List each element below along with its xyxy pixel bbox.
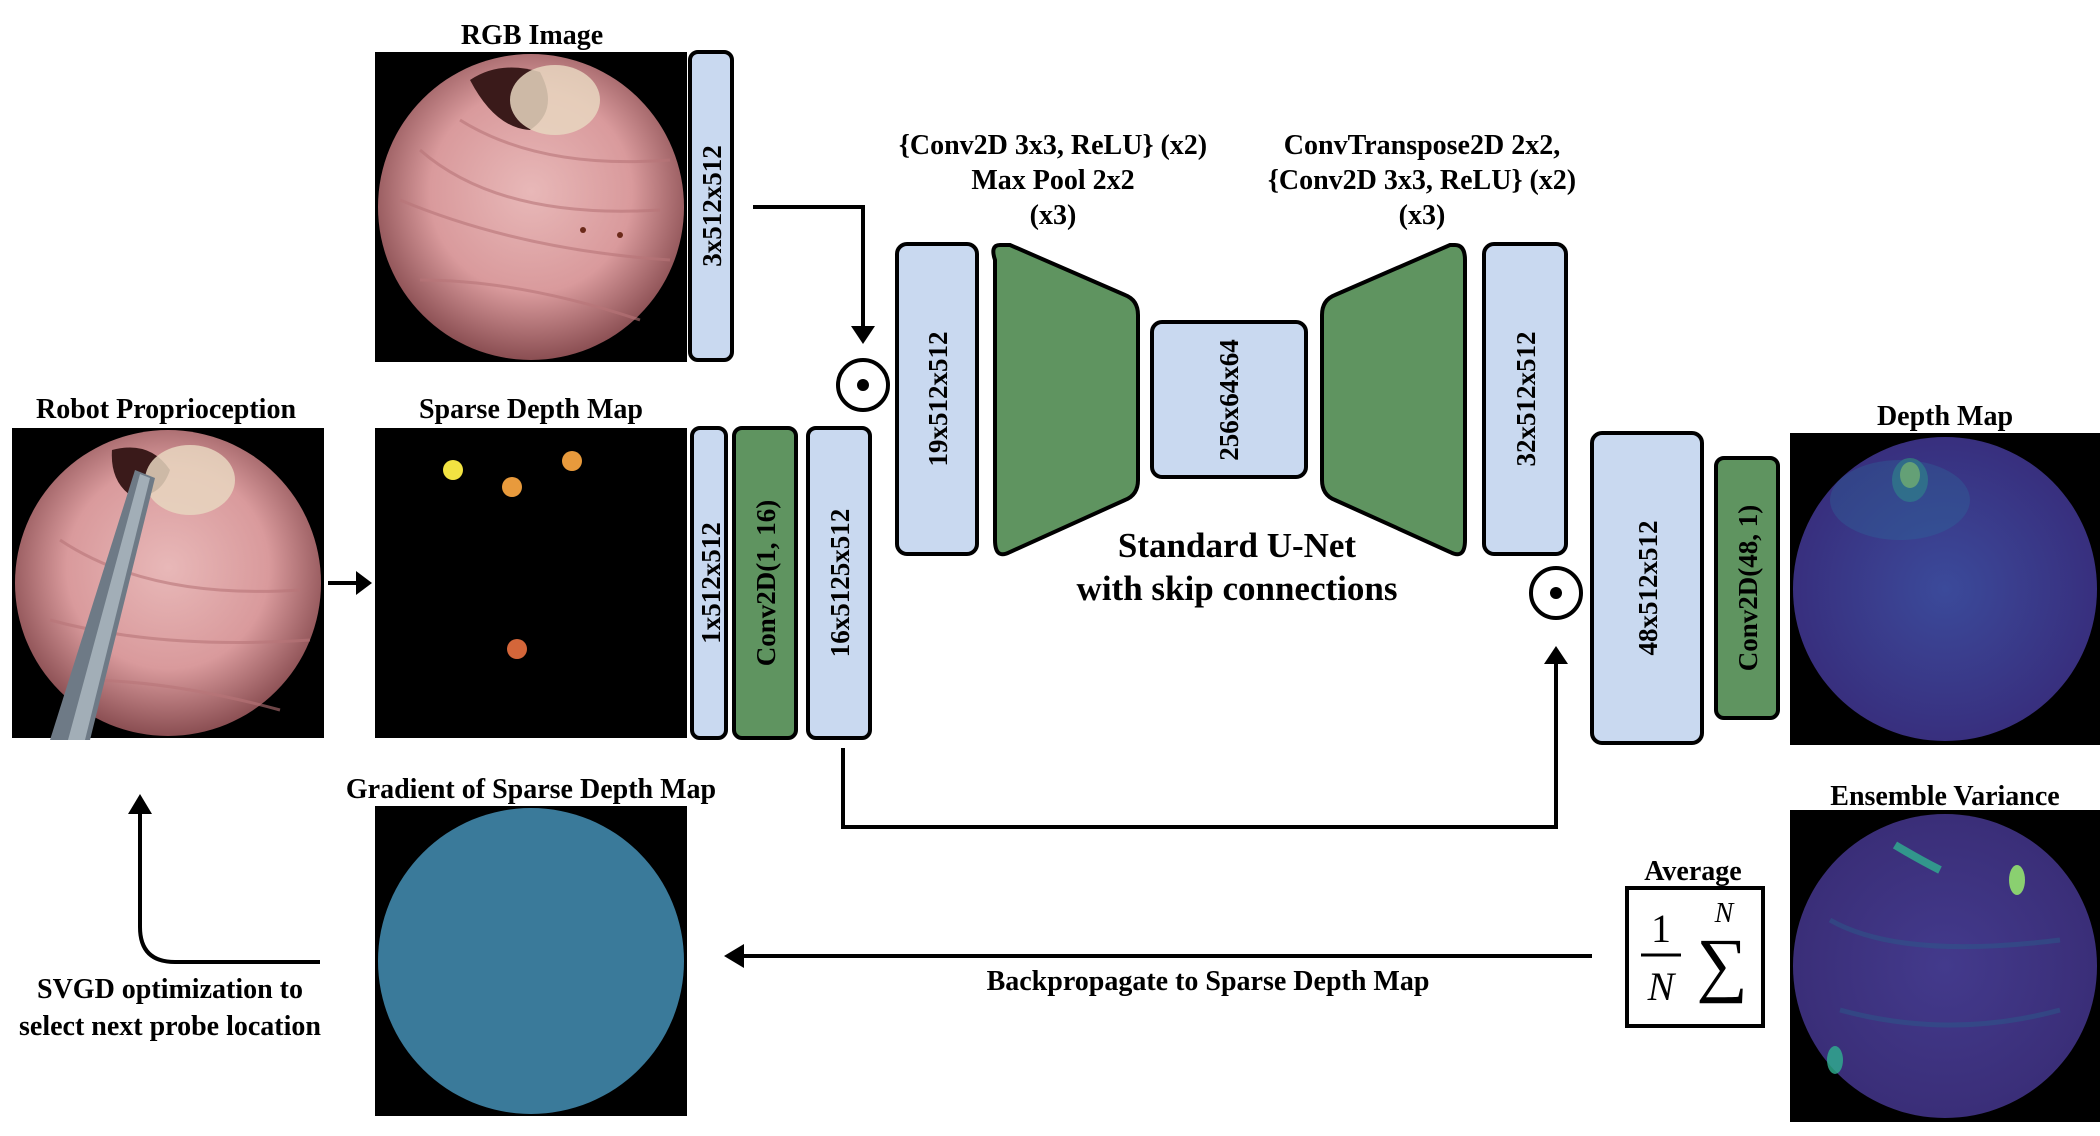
gradient-image: [375, 806, 687, 1116]
encoder-label-line: {Conv2D 3x3, ReLU} (x2): [899, 130, 1207, 161]
encoder-label-line: (x3): [1030, 200, 1077, 231]
conv-in-label: Conv2D(1, 16): [751, 500, 781, 667]
rgb-tensor-box: [688, 50, 734, 362]
svgd-arrow: [138, 810, 320, 964]
ensemble-variance-image: [1790, 810, 2100, 1122]
svgd-label-line: select next probe location: [19, 1011, 321, 1042]
robot-proprioception-image: [12, 428, 324, 740]
rgb-image-title: RGB Image: [461, 20, 603, 51]
conv-in-box: [732, 426, 798, 740]
sparse-tensor-box: [690, 426, 728, 740]
svgd-label-line: SVGD optimization to: [37, 974, 303, 1005]
concat-out-tensor-label: 48x512x512: [1633, 521, 1663, 656]
decoder-label-line: ConvTranspose2D 2x2,: [1284, 130, 1560, 161]
rgb-image: [375, 52, 687, 362]
formula-numerator: 1: [1651, 906, 1671, 951]
sparse-point: [507, 639, 527, 659]
sparse-tensor-label: 1x512x512: [696, 522, 726, 644]
decoder-label-line: (x3): [1399, 200, 1446, 231]
unet-label-line: Standard U-Net: [1118, 526, 1357, 565]
concat-operator-out: [1529, 566, 1583, 620]
encoder-label-line: Max Pool 2x2: [971, 165, 1134, 196]
decoder-out-label: 32x512x512: [1511, 332, 1541, 467]
average-title: Average: [1644, 856, 1741, 887]
formula-sum: ∑: [1696, 924, 1747, 1004]
ensemble-variance-title: Ensemble Variance: [1830, 781, 2059, 812]
decoder-label-line: {Conv2D 3x3, ReLU} (x2): [1268, 165, 1576, 196]
formula-denominator: N: [1647, 964, 1677, 1009]
gradient-title: Gradient of Sparse Depth Map: [346, 774, 716, 805]
sparse-point: [502, 477, 522, 497]
backprop-label: Backpropagate to Sparse Depth Map: [987, 966, 1430, 997]
sparse-feature-box: [806, 426, 872, 740]
skip-connection-arrow: [841, 660, 1558, 829]
bottleneck-box: [1150, 320, 1308, 479]
decoder-block: [1320, 243, 1467, 557]
rgb-to-concat-arrow: [753, 205, 865, 330]
conv-out-label: Conv2D(48, 1): [1733, 505, 1763, 672]
sparse-depth-map-title: Sparse Depth Map: [419, 394, 643, 425]
concat-operator-in: [836, 358, 890, 412]
rgb-tensor-label: 3x512x512: [697, 145, 727, 267]
concat-in-tensor-box: [895, 242, 979, 556]
decoder-out-box: [1482, 242, 1568, 556]
concat-out-tensor-box: [1590, 431, 1704, 745]
encoder-block: [991, 243, 1140, 557]
depth-map-image: [1790, 433, 2100, 745]
depth-map-title: Depth Map: [1877, 401, 2013, 432]
robot-proprioception-title: Robot Proprioception: [36, 394, 296, 425]
sparse-point: [443, 460, 463, 480]
sparse-depth-map: [375, 428, 687, 738]
formula-superscript: N: [1714, 898, 1735, 929]
concat-in-tensor-label: 19x512x512: [923, 332, 953, 467]
unet-label-line: with skip connections: [1077, 569, 1398, 608]
bottleneck-label: 256x64x64: [1214, 339, 1244, 461]
sparse-feature-label: 16x5125x512: [825, 509, 855, 658]
average-formula: 1 N N ∑: [1625, 886, 1765, 1028]
sparse-point: [562, 451, 582, 471]
conv-out-box: [1714, 456, 1780, 720]
